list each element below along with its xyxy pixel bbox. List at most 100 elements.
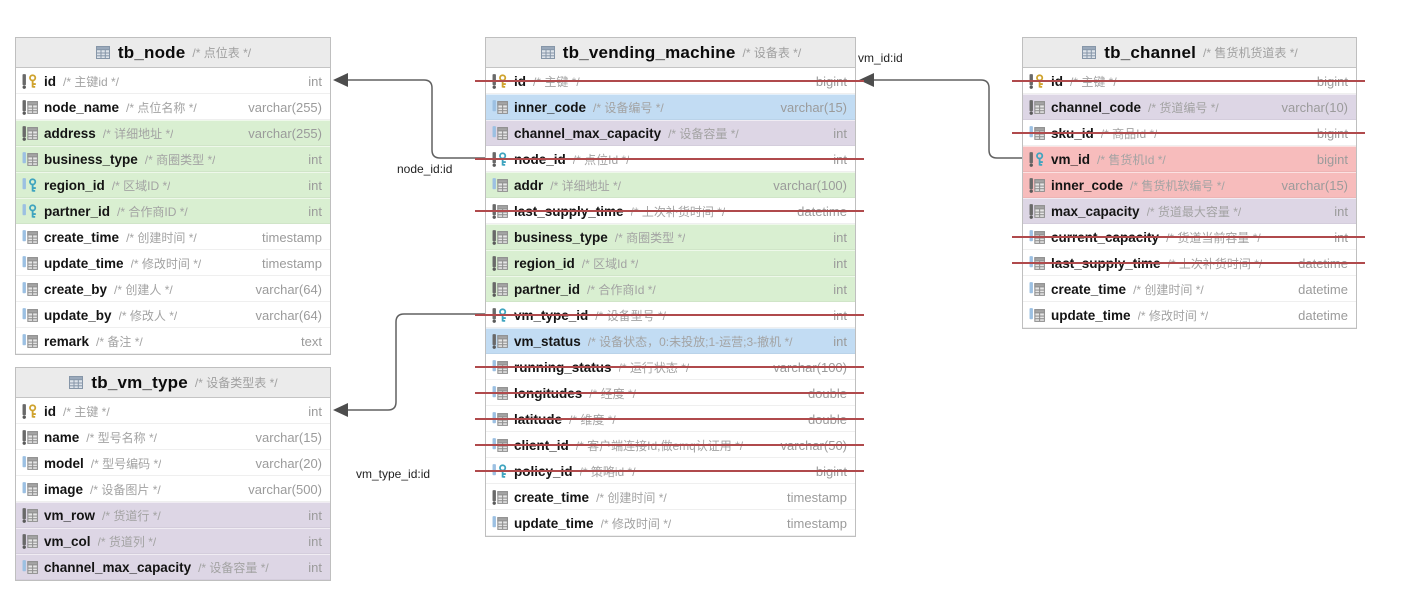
column-row-latitude[interactable]: latitude/* 维度 */double — [475, 406, 864, 432]
column-icon — [492, 333, 514, 349]
column-row-create_time[interactable]: create_time/* 创建时间 */timestamp — [16, 224, 330, 250]
column-type: varchar(64) — [255, 281, 322, 297]
column-type: double — [807, 385, 847, 401]
column-name: inner_code — [1051, 177, 1124, 193]
column-row-id[interactable]: id/* 主键 */bigint — [475, 68, 864, 94]
column-name: create_time — [1051, 281, 1127, 297]
relation-line-node-id[interactable] — [347, 79, 485, 159]
column-comment: /* 创建时间 */ — [126, 230, 197, 245]
column-row-address[interactable]: address/* 详细地址 */varchar(255) — [16, 120, 330, 146]
table-header[interactable]: tb_vm_type/* 设备类型表 */ — [16, 368, 330, 398]
column-row-partner_id[interactable]: partner_id/* 合作商Id */int — [486, 276, 855, 302]
relation-line-vm-id[interactable] — [873, 79, 1022, 159]
column-name: model — [44, 455, 84, 471]
column-row-update_time[interactable]: update_time/* 修改时间 */datetime — [1023, 302, 1356, 328]
column-row-current_capacity[interactable]: current_capacity/* 货道当前容量 */int — [1012, 224, 1365, 250]
table-title: tb_node — [117, 42, 186, 62]
column-comment: /* 型号名称 */ — [86, 430, 157, 445]
column-row-partner_id[interactable]: partner_id/* 合作商ID */int — [16, 198, 330, 224]
column-row-vm_type_id[interactable]: vm_type_id/* 设备型号 */int — [475, 302, 864, 328]
table-header[interactable]: tb_node/* 点位表 */ — [16, 38, 330, 68]
column-name: name — [44, 429, 80, 445]
column-row-client_id[interactable]: client_id/* 客户端连接Id,做emq认证用 */varchar(50… — [475, 432, 864, 458]
column-row-policy_id[interactable]: policy_id/* 策略id */bigint — [475, 458, 864, 484]
column-row-id[interactable]: id/* 主键 */int — [16, 398, 330, 424]
column-comment: /* 设备容量 */ — [198, 560, 269, 575]
table-header[interactable]: tb_channel/* 售货机货道表 */ — [1023, 38, 1356, 68]
column-type: varchar(50) — [780, 437, 847, 453]
table-comment: /* 售货机货道表 */ — [1203, 46, 1298, 60]
column-name: update_by — [44, 307, 112, 323]
column-row-channel_code[interactable]: channel_code/* 货道编号 */varchar(10) — [1023, 94, 1356, 120]
column-row-vm_row[interactable]: vm_row/* 货道行 */int — [16, 502, 330, 528]
column-comment: /* 点位名称 */ — [126, 100, 197, 115]
column-row-update_time[interactable]: update_time/* 修改时间 */timestamp — [16, 250, 330, 276]
column-row-vm_col[interactable]: vm_col/* 货道列 */int — [16, 528, 330, 554]
column-row-last_supply_time[interactable]: last_supply_time/* 上次补货时间 */datetime — [475, 198, 864, 224]
column-icon — [1029, 203, 1051, 219]
column-row-running_status[interactable]: running_status/* 运行状态 */varchar(100) — [475, 354, 864, 380]
column-row-create_by[interactable]: create_by/* 创建人 */varchar(64) — [16, 276, 330, 302]
column-row-sku_id[interactable]: sku_id/* 商品Id */bigint — [1012, 120, 1365, 146]
column-row-id[interactable]: id/* 主键 */bigint — [1012, 68, 1365, 94]
column-row-vm_status[interactable]: vm_status/* 设备状态，0:未投放;1-运营;3-撤机 */int — [486, 328, 855, 354]
foreign-key-icon — [492, 151, 514, 167]
column-name: sku_id — [1051, 125, 1094, 141]
column-row-inner_code[interactable]: inner_code/* 设备编号 */varchar(15) — [486, 94, 855, 120]
column-type: int — [1334, 229, 1348, 245]
table-tb-vending-machine[interactable]: tb_vending_machine/* 设备表 */id/* 主键 */big… — [475, 37, 864, 537]
column-row-channel_max_capacity[interactable]: channel_max_capacity/* 设备容量 */int — [16, 554, 330, 580]
column-icon — [22, 125, 44, 141]
column-row-business_type[interactable]: business_type/* 商圈类型 */int — [486, 224, 855, 250]
column-type: bigint — [815, 73, 847, 89]
column-icon — [1029, 307, 1051, 323]
column-row-create_time[interactable]: create_time/* 创建时间 */timestamp — [486, 484, 855, 510]
column-type: varchar(255) — [248, 99, 322, 115]
column-row-name[interactable]: name/* 型号名称 */varchar(15) — [16, 424, 330, 450]
column-type: datetime — [1298, 255, 1348, 271]
column-row-business_type[interactable]: business_type/* 商圈类型 */int — [16, 146, 330, 172]
table-icon — [68, 375, 84, 390]
table-tb-vm-type[interactable]: tb_vm_type/* 设备类型表 */id/* 主键 */int name /*… — [15, 367, 331, 581]
column-icon — [492, 359, 514, 375]
column-row-update_time[interactable]: update_time/* 修改时间 */timestamp — [486, 510, 855, 536]
column-name: node_name — [44, 99, 120, 115]
column-icon — [492, 255, 514, 271]
foreign-key-icon — [1029, 151, 1051, 167]
column-row-remark[interactable]: remark/* 备注 */text — [16, 328, 330, 354]
column-row-region_id[interactable]: region_id/* 区域ID */int — [16, 172, 330, 198]
column-type: varchar(100) — [773, 177, 847, 193]
column-row-max_capacity[interactable]: max_capacity/* 货道最大容量 */int — [1023, 198, 1356, 224]
column-type: int — [833, 229, 847, 245]
column-type: bigint — [1316, 125, 1348, 141]
column-type: varchar(20) — [255, 455, 322, 471]
column-type: int — [308, 203, 322, 219]
column-row-vm_id[interactable]: vm_id/* 售货机Id */bigint — [1023, 146, 1356, 172]
column-name: id — [44, 403, 56, 419]
column-row-create_time[interactable]: create_time/* 创建时间 */datetime — [1023, 276, 1356, 302]
column-comment: /* 货道编号 */ — [1148, 100, 1219, 115]
column-row-channel_max_capacity[interactable]: channel_max_capacity/* 设备容量 */int — [486, 120, 855, 146]
column-row-id[interactable]: id/* 主键id */int — [16, 68, 330, 94]
relation-arrowhead — [333, 73, 348, 87]
column-row-model[interactable]: model /* 型号编码 */ varchar(20) — [16, 450, 330, 476]
column-row-image[interactable]: image/* 设备图片 */varchar(500) — [16, 476, 330, 502]
column-row-last_supply_time[interactable]: last_supply_time/* 上次补货时间 */datetime — [1012, 250, 1365, 276]
column-comment: /* 型号编码 */ — [90, 456, 162, 471]
table-header[interactable]: tb_vending_machine/* 设备表 */ — [486, 38, 855, 68]
column-row-region_id[interactable]: region_id/* 区域Id */int — [486, 250, 855, 276]
relation-line-vm-type-id[interactable] — [347, 313, 485, 411]
column-row-longitudes[interactable]: longitudes/* 经度 */double — [475, 380, 864, 406]
column-name: business_type — [44, 151, 138, 167]
column-row-node_name[interactable]: node_name /* 点位名称 */ varchar(255) — [16, 94, 330, 120]
column-row-inner_code[interactable]: inner_code/* 售货机软编号 */varchar(15) — [1023, 172, 1356, 198]
column-type: varchar(15) — [1281, 177, 1348, 193]
column-row-addr[interactable]: addr/* 详细地址 */varchar(100) — [486, 172, 855, 198]
column-row-node_id[interactable]: node_id/* 点位Id */int — [475, 146, 864, 172]
column-row-update_by[interactable]: update_by/* 修改人 */varchar(64) — [16, 302, 330, 328]
column-comment: /* 商圈类型 */ — [614, 230, 686, 245]
column-icon — [1029, 99, 1051, 115]
column-comment: /* 修改人 */ — [118, 308, 178, 323]
